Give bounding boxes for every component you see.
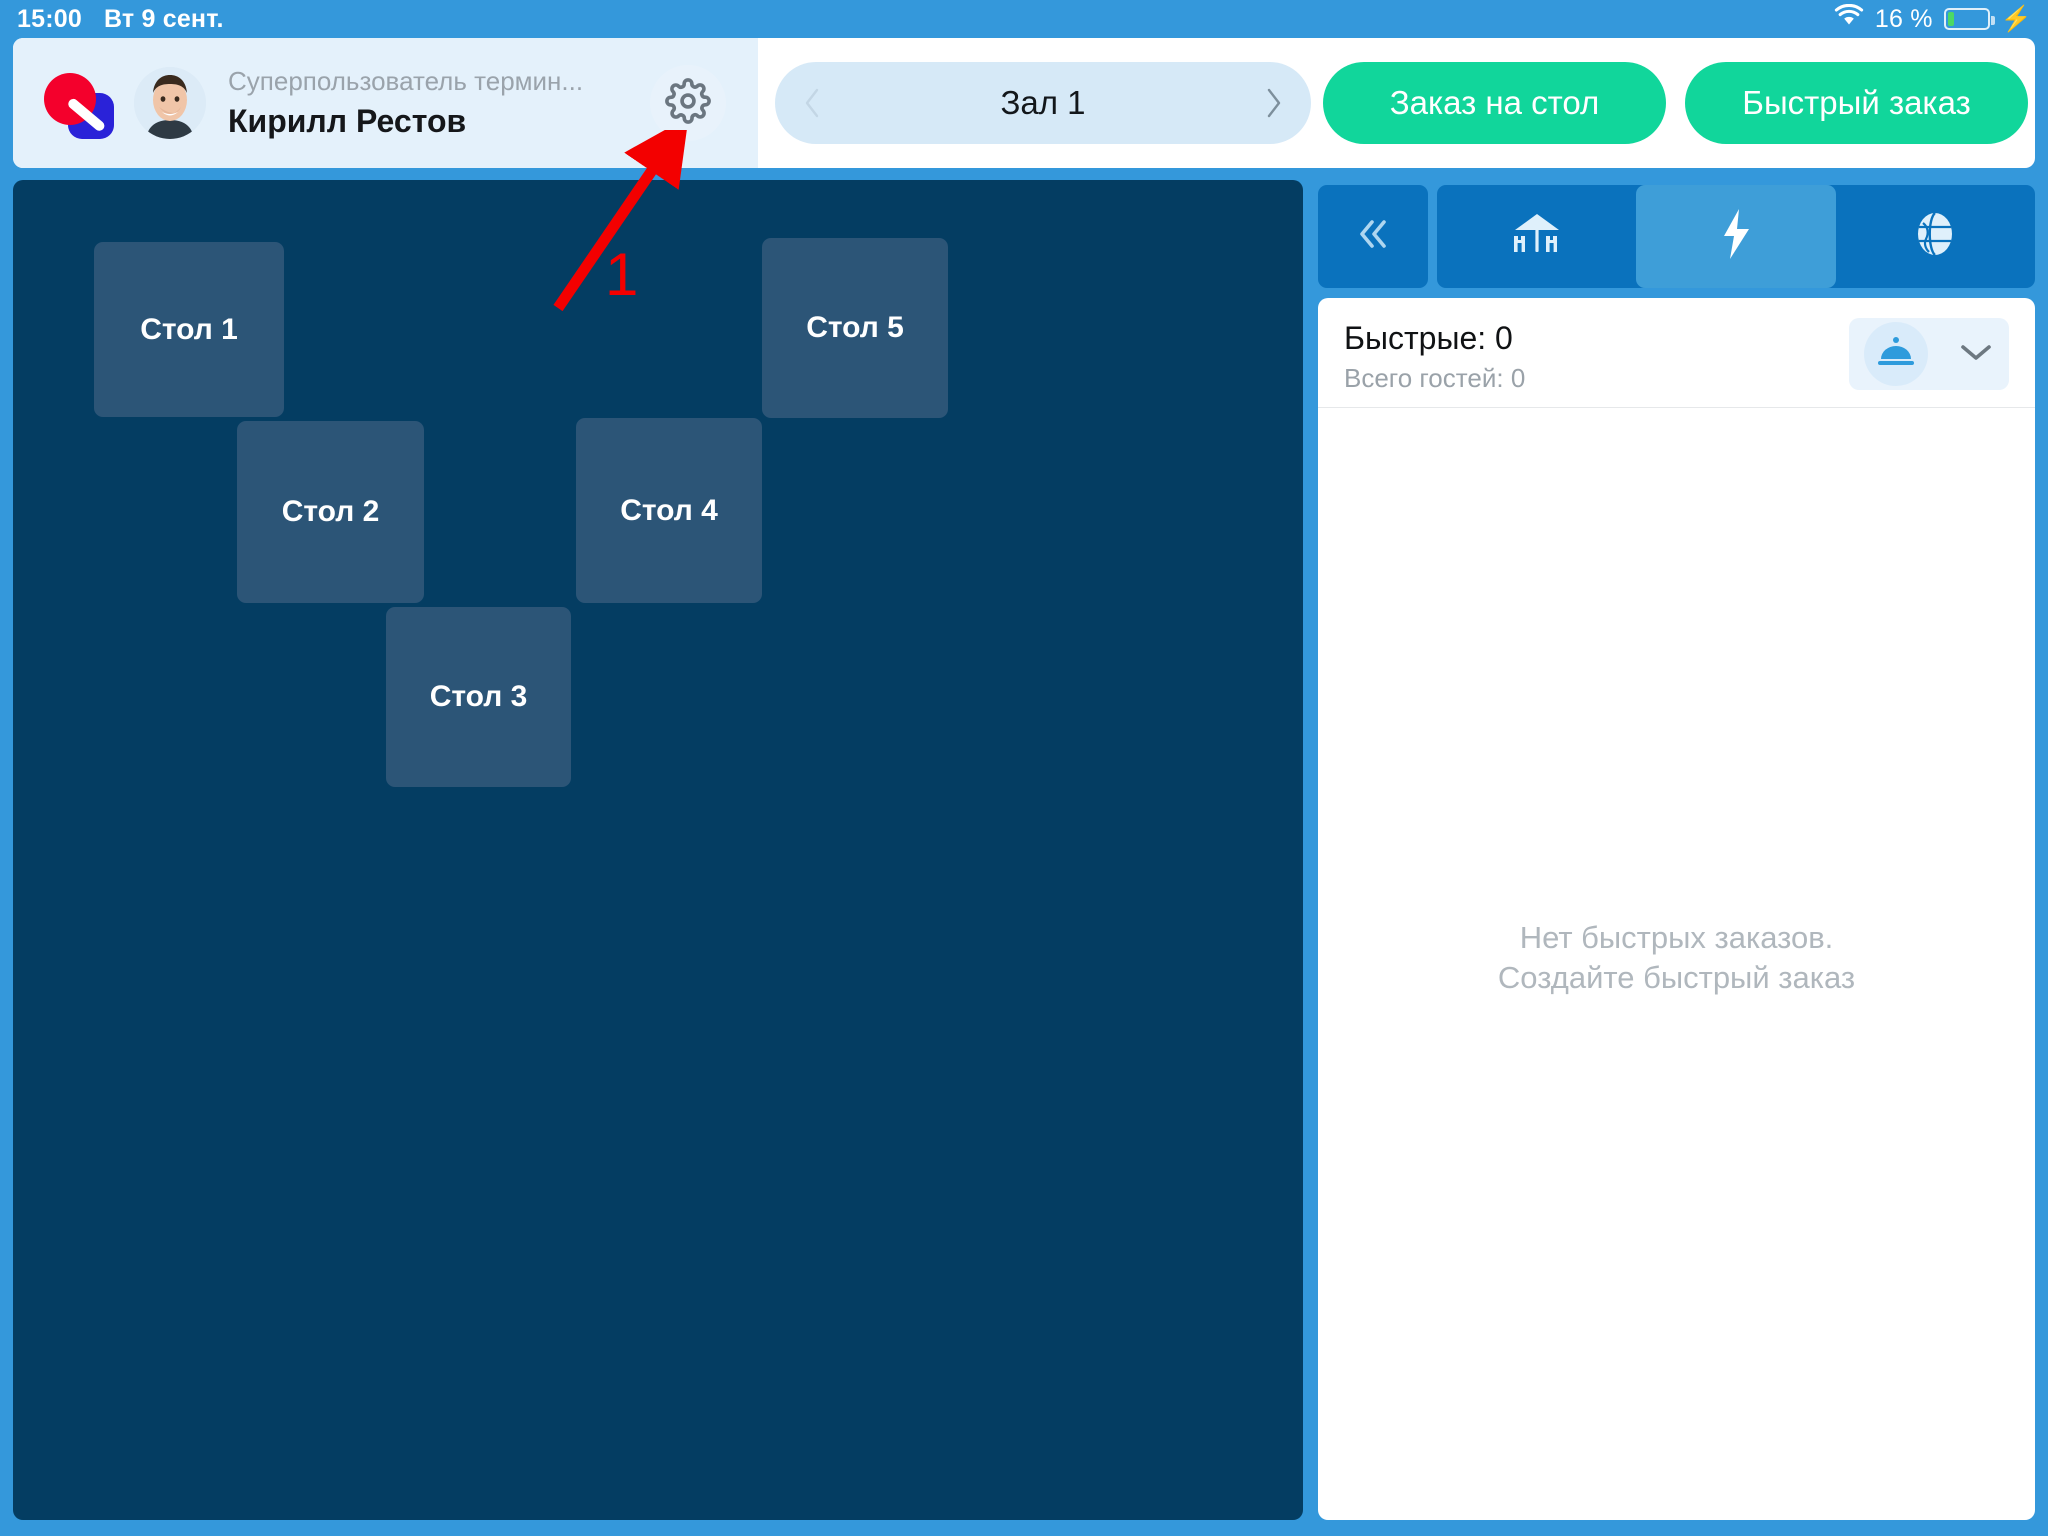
table-label: Стол 3	[429, 680, 528, 713]
hall-next-button[interactable]	[1265, 87, 1283, 119]
expand-orders-button[interactable]	[1958, 340, 1994, 369]
table-tile[interactable]: Стол 3	[386, 607, 571, 787]
status-date: Вт 9 сент.	[103, 4, 224, 33]
double-chevron-left-icon	[1351, 214, 1395, 259]
app-logo-icon	[42, 67, 114, 139]
quick-order-button[interactable]: Быстрый заказ	[1685, 62, 2028, 144]
wifi-icon	[1834, 3, 1864, 35]
table-tile[interactable]: Стол 4	[576, 418, 762, 603]
table-tile[interactable]: Стол 2	[237, 421, 424, 603]
empty-state-line1: Нет быстрых заказов.	[1519, 920, 1834, 955]
tab-tables[interactable]	[1437, 185, 1636, 288]
table-tile[interactable]: Стол 5	[762, 238, 948, 418]
battery-percent: 16 %	[1874, 4, 1933, 33]
serve-button[interactable]	[1864, 322, 1928, 386]
settings-button[interactable]	[650, 65, 726, 141]
tab-delivery[interactable]	[1836, 185, 2035, 288]
table-label: Стол 1	[140, 312, 238, 346]
user-info: Суперпользователь термин... Кирилл Ресто…	[228, 66, 608, 141]
table-order-button[interactable]: Заказ на стол	[1323, 62, 1666, 144]
total-guests: Всего гостей: 0	[1344, 363, 1526, 393]
empty-state-line2: Создайте быстрый заказ	[1497, 959, 1856, 995]
battery-icon	[1943, 8, 1995, 30]
table-tile[interactable]: Стол 1	[94, 242, 284, 417]
quick-orders-count: Быстрые: 0	[1344, 320, 1513, 356]
status-bar: 15:00 Вт 9 сент. 16 % ⚡	[0, 0, 2048, 38]
table-umbrella-icon	[1511, 210, 1563, 263]
hall-prev-button[interactable]	[803, 87, 821, 119]
table-label: Стол 5	[806, 311, 904, 344]
quick-orders-header: Быстрые: 0 Всего гостей: 0	[1318, 298, 2035, 408]
quick-orders-panel: Быстрые: 0 Всего гостей: 0	[1318, 298, 2035, 1520]
gear-icon	[665, 77, 711, 129]
globe-icon	[1911, 209, 1959, 264]
status-time: 15:00	[17, 4, 82, 33]
user-avatar[interactable]	[134, 67, 206, 139]
user-name: Кирилл Рестов	[228, 102, 467, 139]
table-label: Стол 4	[620, 493, 718, 527]
table-label: Стол 2	[281, 495, 380, 528]
charging-bolt-icon: ⚡	[2000, 4, 2032, 33]
status-indicators: 16 % ⚡	[1834, 0, 2032, 38]
empty-state: Нет быстрых заказов. Создайте быстрый за…	[1318, 918, 2035, 997]
panel-header-actions	[1849, 318, 2009, 390]
annotation-step-number: 1	[605, 241, 639, 308]
hall-selector[interactable]: Зал 1	[775, 62, 1311, 144]
app-header: Суперпользователь термин... Кирилл Ресто…	[13, 38, 2035, 168]
lightning-bolt-icon	[1715, 207, 1757, 266]
chevron-down-icon	[1958, 344, 1994, 368]
cloche-icon	[1876, 335, 1916, 374]
user-role: Суперпользователь термин...	[228, 65, 584, 96]
tab-quick-orders[interactable]	[1636, 185, 1836, 288]
header-user-section: Суперпользователь термин... Кирилл Ресто…	[13, 38, 758, 168]
floor-plan[interactable]: Стол 1 Стол 2 Стол 3 Стол 4 Стол 5	[13, 180, 1303, 1520]
hall-name: Зал 1	[1000, 84, 1086, 121]
collapse-panel-button[interactable]	[1318, 185, 1428, 288]
panel-mode-toolbar	[1437, 185, 2035, 288]
